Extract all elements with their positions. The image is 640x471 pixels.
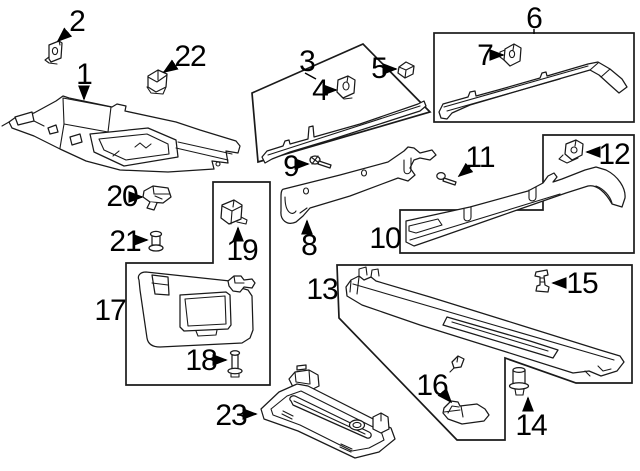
- part-12-clip[interactable]: [558, 139, 584, 164]
- part-8-trim[interactable]: [280, 146, 437, 224]
- leader-arrows: [56, 27, 601, 420]
- callout-19[interactable]: 19: [226, 234, 259, 267]
- part-15-clip[interactable]: [534, 269, 550, 293]
- part-18-pin[interactable]: [227, 350, 243, 378]
- part-22-clip[interactable]: [146, 69, 168, 95]
- leader-3: [304, 72, 317, 80]
- callout-22[interactable]: 22: [174, 40, 207, 73]
- callout-12[interactable]: 12: [598, 138, 631, 171]
- box-3: [251, 42, 432, 164]
- callout-11[interactable]: 11: [465, 141, 495, 174]
- arrow-22: [162, 59, 179, 73]
- callout-1[interactable]: 1: [76, 58, 93, 91]
- callout-3[interactable]: 3: [299, 45, 316, 78]
- part-14-pin[interactable]: [508, 366, 530, 396]
- callout-2[interactable]: 2: [69, 5, 86, 38]
- callout-10[interactable]: 10: [369, 222, 402, 255]
- callout-labels: 1 2 3 4 5 6 7 8 9 10 11 12 13 14 15 16 1…: [69, 2, 631, 442]
- part-4-clip[interactable]: [336, 75, 356, 100]
- arrow-11: [457, 162, 474, 178]
- part-20-hook[interactable]: [142, 185, 172, 211]
- callout-6[interactable]: 6: [526, 2, 543, 35]
- part-5-clip[interactable]: [397, 61, 415, 79]
- part-9-screw[interactable]: [309, 155, 332, 169]
- part-19-clip[interactable]: [220, 199, 248, 225]
- callout-13[interactable]: 13: [306, 273, 339, 306]
- part-6-rail[interactable]: [438, 61, 628, 120]
- box-6: [433, 32, 635, 123]
- part-16-clip[interactable]: [442, 355, 490, 425]
- callout-8[interactable]: 8: [301, 229, 318, 262]
- part-21-pin[interactable]: [148, 230, 164, 252]
- arrow-2: [56, 27, 73, 43]
- part-2-clip[interactable]: [44, 40, 63, 65]
- callout-14[interactable]: 14: [515, 409, 548, 442]
- callout-4[interactable]: 4: [312, 74, 329, 107]
- part-3-trim-strip[interactable]: [261, 100, 427, 164]
- callout-15[interactable]: 15: [566, 267, 599, 300]
- callout-9[interactable]: 9: [283, 150, 300, 183]
- callout-21[interactable]: 21: [109, 225, 142, 258]
- part-17-sun-visor[interactable]: [137, 271, 256, 348]
- callout-17[interactable]: 17: [94, 294, 127, 327]
- part-10-trim[interactable]: [405, 166, 626, 247]
- callout-23[interactable]: 23: [215, 399, 248, 432]
- part-23-lamp[interactable]: [260, 364, 396, 459]
- callout-16[interactable]: 16: [416, 369, 449, 402]
- arrow-16: [437, 387, 453, 404]
- callout-7[interactable]: 7: [477, 39, 494, 72]
- callout-18[interactable]: 18: [185, 344, 218, 377]
- part-1-headliner[interactable]: [1, 95, 241, 173]
- callout-5[interactable]: 5: [371, 52, 388, 85]
- part-11-pin[interactable]: [436, 171, 457, 186]
- callout-20[interactable]: 20: [106, 180, 139, 213]
- part-13-trim[interactable]: [345, 266, 625, 377]
